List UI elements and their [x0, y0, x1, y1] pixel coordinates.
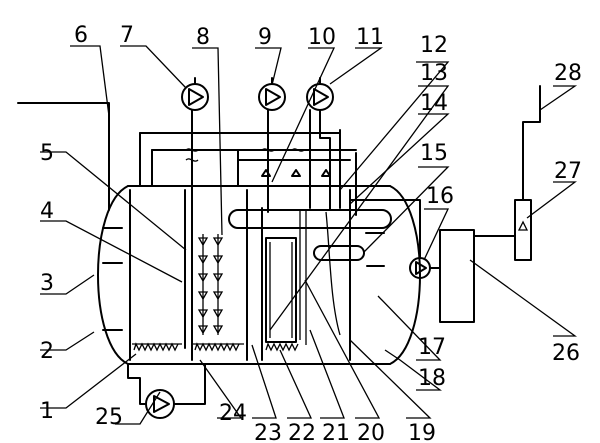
label-22: 22: [288, 421, 316, 443]
label-10: 10: [308, 25, 336, 50]
internal-pipes: [139, 109, 357, 361]
label-11: 11: [356, 25, 384, 50]
label-15: 15: [420, 141, 448, 166]
membrane-modules: [228, 209, 392, 345]
label-9: 9: [258, 25, 272, 50]
leader-lines: [40, 45, 578, 425]
flow-arrows: [197, 234, 224, 335]
label-17: 17: [418, 335, 446, 360]
label-14: 14: [420, 91, 448, 116]
label-1: 1: [40, 399, 54, 424]
label-3: 3: [40, 271, 54, 296]
tank-body: [97, 185, 421, 365]
pump-16: [349, 199, 441, 279]
label-19: 19: [408, 421, 436, 443]
treatment-box-26: [439, 229, 516, 323]
inlet-pipe: [17, 102, 110, 211]
label-28: 28: [554, 61, 582, 86]
label-27: 27: [554, 159, 582, 184]
label-24: 24: [219, 401, 247, 426]
label-26: 26: [552, 341, 580, 366]
compartment-walls: [129, 189, 351, 361]
reference-numerals: 6 7 8 9 10 11 12 13 14 15 16 17 18 19 20…: [40, 23, 582, 443]
label-7: 7: [120, 23, 134, 48]
label-12: 12: [420, 33, 448, 58]
label-4: 4: [40, 199, 54, 224]
label-13: 13: [420, 61, 448, 86]
top-manifolds: [139, 132, 357, 177]
pump-25: [127, 363, 206, 419]
flow-meter-27: [514, 85, 541, 261]
label-5: 5: [40, 141, 54, 166]
pump-7: [181, 77, 209, 111]
label-20: 20: [357, 421, 385, 443]
label-18: 18: [418, 366, 446, 391]
section-marks: [102, 227, 385, 331]
label-2: 2: [40, 339, 54, 364]
label-16: 16: [426, 184, 454, 209]
label-25: 25: [95, 405, 123, 430]
label-23: 23: [254, 421, 282, 443]
sludge-layers: [132, 342, 299, 352]
label-21: 21: [322, 421, 350, 443]
label-8: 8: [196, 25, 210, 50]
label-6: 6: [74, 23, 88, 48]
pump-11: [306, 77, 334, 111]
